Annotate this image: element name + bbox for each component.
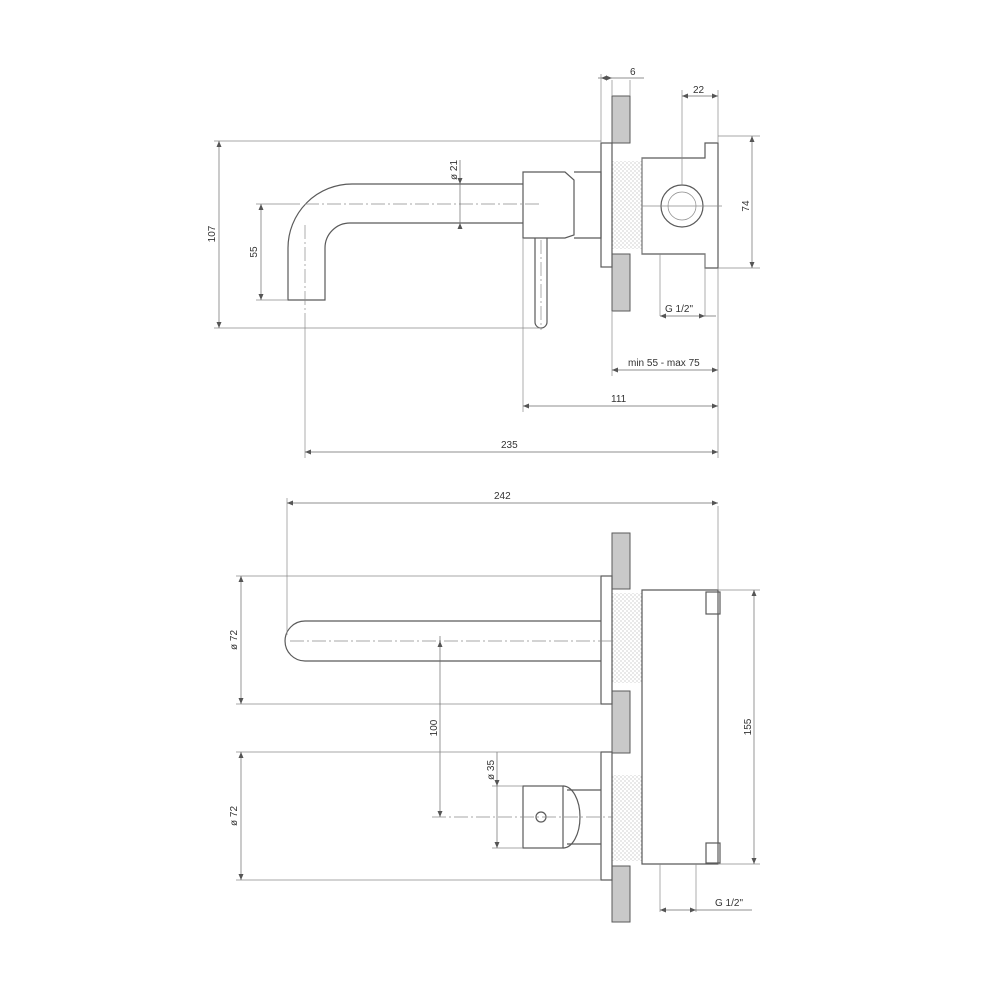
dim-label-235: 235 — [501, 440, 518, 451]
front-flange-upper — [600, 575, 613, 705]
concealed-body-front — [641, 506, 721, 912]
dim-thread-front: G 1/2" — [660, 898, 752, 913]
front-wall-top — [611, 532, 631, 590]
dim-install-depth: min 55 - max 75 — [611, 311, 718, 376]
dim-handle-reach: 111 — [522, 238, 718, 412]
dim-spout-reach: 235 — [304, 268, 719, 458]
front-box-hatch-upper — [612, 593, 642, 683]
dim-overall-width: 242 — [286, 491, 718, 635]
dim-label-diameter-35: ø 35 — [486, 760, 497, 780]
dim-label-plate-top: ø 72 — [229, 630, 240, 650]
dim-plate-top: ø 72 — [229, 575, 601, 705]
dim-label-100: 100 — [429, 719, 440, 736]
dim-box-offset: 22 — [681, 85, 719, 186]
dim-label-thread-front: G 1/2" — [715, 898, 743, 909]
side-wall-upper — [611, 95, 631, 144]
dim-label-107: 107 — [207, 225, 218, 242]
dim-plate-bottom: ø 72 — [229, 751, 601, 881]
front-box-hatch-lower — [612, 775, 642, 861]
front-wall-bottom — [611, 865, 631, 923]
dim-body-height-side: 74 — [718, 135, 760, 269]
dim-label-thread-side: G 1/2" — [665, 304, 693, 315]
dim-thread-side: G 1/2" — [660, 304, 716, 319]
dim-label-111: 111 — [611, 394, 627, 405]
handle-front — [432, 785, 612, 849]
front-flange-lower — [600, 751, 613, 881]
dim-label-242: 242 — [494, 491, 511, 502]
side-box-hatch — [612, 161, 642, 249]
dim-axis-distance: 100 — [429, 636, 443, 817]
front-wall-middle — [611, 690, 631, 754]
front-view: 242 ø 72 100 ø 35 — [229, 491, 760, 923]
dim-spout-diameter: ø 21 — [449, 160, 463, 229]
dim-label-install-depth: min 55 - max 75 — [628, 358, 700, 369]
dim-label-155: 155 — [743, 718, 754, 735]
dim-label-6: 6 — [630, 67, 636, 78]
dim-spout-drop: 55 — [249, 203, 300, 301]
dim-total-height: 107 — [207, 140, 601, 329]
handle-side — [522, 171, 602, 330]
side-view: 6 22 74 ø 21 — [207, 67, 760, 458]
dim-label-plate-bottom: ø 72 — [229, 806, 240, 826]
dim-label-74: 74 — [741, 200, 752, 212]
side-wall-lower — [611, 253, 631, 312]
dim-handle-diameter: ø 35 — [486, 752, 523, 849]
dim-label-diameter-21: ø 21 — [449, 160, 460, 180]
dim-body-height-front: 155 — [718, 589, 760, 865]
spout-side — [287, 183, 540, 318]
side-flange — [600, 142, 613, 268]
dim-wall-thickness: 6 — [598, 67, 644, 143]
dim-label-55: 55 — [249, 246, 260, 258]
spout-front — [284, 620, 612, 662]
dim-label-22: 22 — [693, 85, 705, 96]
